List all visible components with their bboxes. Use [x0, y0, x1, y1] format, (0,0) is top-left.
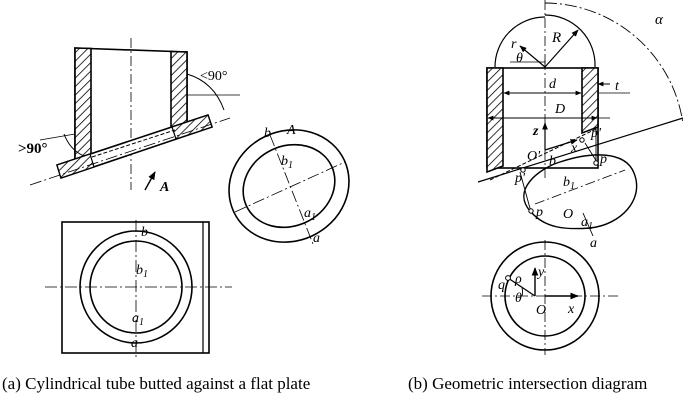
- label-O-prime: O': [527, 149, 541, 164]
- radius-r: [519, 45, 546, 68]
- tube-wall-left-b: [486, 67, 504, 174]
- caption-figure-a: (a) Cylindrical tube butted against a fl…: [2, 374, 311, 393]
- label-x-bottom: x: [567, 302, 575, 317]
- arc-r: [494, 16, 546, 68]
- label-angle-lt90: <90°: [200, 69, 228, 84]
- label-plan-a: a: [131, 336, 138, 351]
- label-R: R: [551, 30, 561, 46]
- label-ellipse-a-view: A: [286, 123, 296, 138]
- axis-x-top: [544, 139, 578, 151]
- label-ellipse-b: b: [264, 126, 271, 141]
- label-x-top: x: [570, 141, 578, 156]
- figure-a-labels: <90° >90° A b b1 a1 a b A b1 a1 a: [18, 69, 320, 351]
- label-angle-gt90: >90°: [18, 141, 48, 157]
- label-q: q: [498, 278, 505, 293]
- flat-plate-section: [29, 113, 231, 186]
- label-theta-bottom: θ: [515, 291, 522, 306]
- label-d: d: [549, 77, 557, 92]
- intersection-curve: [523, 154, 638, 230]
- label-theta-top: θ: [516, 51, 523, 66]
- view-arrow-a: [144, 171, 156, 191]
- label-p-lower: p: [535, 205, 543, 220]
- label-O-bottom: O: [536, 303, 546, 318]
- label-r: r: [511, 37, 517, 52]
- arc-R: [544, 14, 596, 68]
- figure-b-labels: R r θ α d t D z O' b x p' p p' b1 p O a1…: [498, 12, 664, 318]
- label-alpha: α: [655, 12, 664, 28]
- label-view-arrow-a: A: [159, 180, 169, 195]
- label-p-prime-top: p': [590, 126, 602, 141]
- radius-R: [544, 29, 579, 68]
- label-z: z: [532, 124, 539, 139]
- label-p: p: [599, 152, 607, 167]
- label-ellipse-a1: a1: [304, 206, 316, 223]
- angle-arc-gt90: [63, 133, 85, 157]
- label-O-mid: O: [563, 207, 573, 222]
- figure-b-intersection: [477, 0, 684, 355]
- label-b-top: b: [549, 154, 556, 169]
- label-b1: b1: [563, 175, 575, 192]
- radius-rho: [507, 277, 536, 297]
- caption-figure-b: (b) Geometric intersection diagram: [408, 374, 648, 393]
- tube-wall-right-b: [581, 67, 599, 135]
- cut-plane: [477, 117, 684, 183]
- ellipse-view-a: [228, 129, 350, 245]
- arc-alpha: [544, 2, 684, 125]
- label-plan-b1: b1: [136, 263, 148, 280]
- label-y: y: [536, 265, 545, 280]
- tube-wall-right: [170, 50, 188, 136]
- label-ellipse-b1: b1: [281, 154, 293, 171]
- bottom-circle-view: [482, 240, 620, 355]
- label-a1: a1: [581, 215, 593, 232]
- label-a: a: [590, 236, 597, 251]
- angle-arc-lt90: [186, 73, 225, 111]
- figure-a-tube-on-plate: [29, 38, 350, 360]
- label-rho: ρ: [514, 272, 522, 287]
- label-t: t: [615, 79, 620, 94]
- label-plan-b: b: [141, 225, 148, 240]
- label-plan-a1: a1: [132, 311, 144, 328]
- label-D: D: [554, 102, 565, 117]
- plan-view: [45, 220, 232, 360]
- tube-wall-left: [74, 47, 92, 170]
- label-p-prime-bottom: p': [514, 171, 526, 186]
- label-ellipse-a: a: [313, 231, 320, 246]
